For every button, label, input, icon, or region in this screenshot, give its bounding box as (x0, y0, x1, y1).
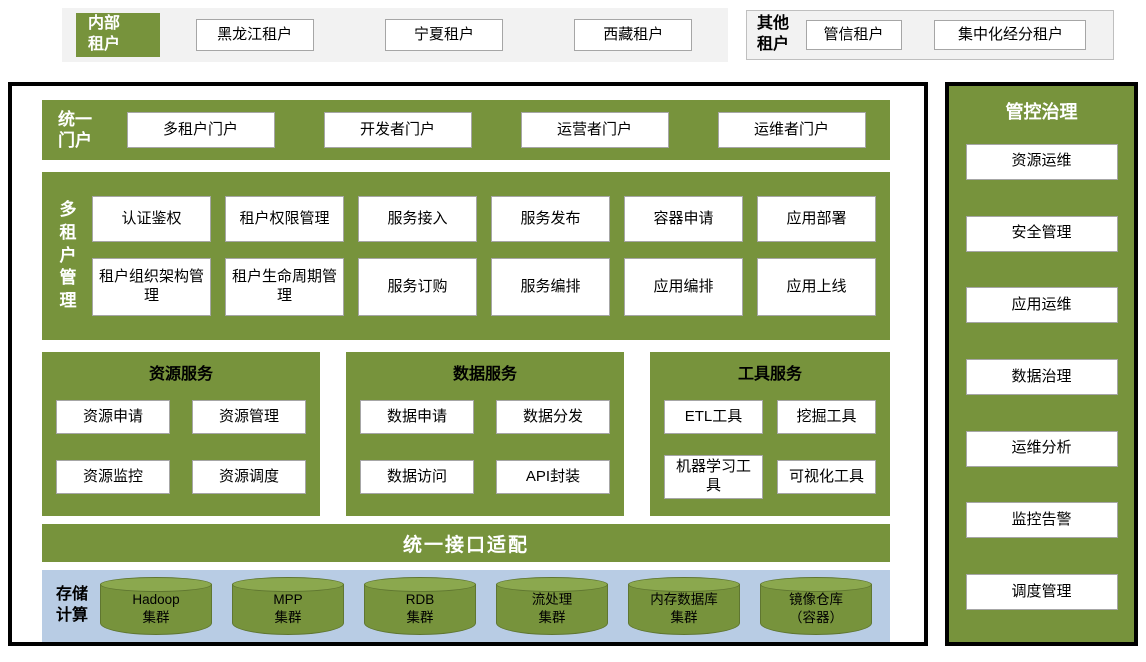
cylinder-top (232, 577, 344, 592)
tm-box-app-online: 应用上线 (757, 258, 876, 316)
storage-compute-row: 存储 计算 Hadoop 集群 MPP 集群 RDB 集群 (42, 570, 890, 642)
tool-services-grid: ETL工具 挖掘工具 机器学习工具 可视化工具 (664, 392, 876, 502)
gov-box-resource-ops: 资源运维 (965, 143, 1118, 180)
sb-resource-monitor: 资源监控 (56, 460, 170, 494)
gov-box-data-governance: 数据治理 (965, 358, 1118, 395)
resource-services-grid: 资源申请 资源管理 资源监控 资源调度 (56, 392, 306, 502)
internal-tenants-group: 内部 租户 黑龙江租户 宁夏租户 西藏租户 (62, 8, 728, 62)
sb-data-request: 数据申请 (360, 400, 474, 434)
mpp-cluster-label: MPP 集群 (273, 592, 303, 625)
unified-portal-label: 统一 门户 (58, 109, 92, 150)
rdb-cluster-label: RDB 集群 (405, 592, 435, 625)
tool-services-title: 工具服务 (737, 366, 802, 383)
portal-box-maintainer: 运维者门户 (717, 112, 866, 148)
data-services-grid: 数据申请 数据分发 数据访问 API封装 (360, 392, 610, 502)
tm-box-service-access: 服务接入 (358, 196, 477, 242)
internal-tenant-boxes: 黑龙江租户 宁夏租户 西藏租户 (160, 19, 728, 51)
tm-box-org-structure: 租户组织架构管理 (92, 258, 211, 316)
multi-tenant-management-grid: 认证鉴权 租户权限管理 服务接入 服务发布 容器申请 应用部署 租户组织架构管理… (92, 196, 876, 316)
tm-box-authentication: 认证鉴权 (92, 196, 211, 242)
cylinder-body (100, 584, 212, 635)
cylinder-top (496, 577, 608, 592)
tenant-box-xizang: 西藏租户 (574, 19, 693, 51)
governance-items: 资源运维 安全管理 应用运维 数据治理 运维分析 监控告警 调度管理 (949, 126, 1134, 628)
tm-box-service-publish: 服务发布 (491, 196, 610, 242)
hadoop-cluster-label: Hadoop 集群 (132, 592, 180, 625)
internal-tenants-label: 内部 租户 (76, 13, 160, 57)
sb-resource-request: 资源申请 (56, 400, 170, 434)
gov-box-schedule-management: 调度管理 (965, 574, 1118, 611)
data-services-group: 数据服务 数据申请 数据分发 数据访问 API封装 (346, 352, 624, 516)
other-tenants-group: 其他 租户 管信租户 集中化经分租户 (746, 10, 1114, 60)
tm-box-service-order: 服务订购 (358, 258, 477, 316)
cylinder-body (364, 584, 476, 635)
services-row: 资源服务 资源申请 资源管理 资源监控 资源调度 数据服务 数据申请 数据分发 … (42, 352, 890, 516)
memory-db-cluster-cylinder: 内存数据库 集群 (628, 577, 740, 635)
tenant-box-centralized-analysis: 集中化经分租户 (934, 20, 1087, 50)
cylinder-top (364, 577, 476, 592)
cluster-cylinders: Hadoop 集群 MPP 集群 RDB 集群 流处理 集群 (90, 577, 882, 635)
cylinder-body (232, 584, 344, 635)
unified-portal-bar: 统一 门户 多租户门户 开发者门户 运营者门户 运维者门户 (42, 100, 890, 160)
sb-machine-learning-tool: 机器学习工具 (664, 455, 763, 499)
other-tenants-label: 其他 租户 (757, 15, 790, 53)
image-repository-cylinder: 镜像仓库 （容器） (760, 577, 872, 635)
stream-cluster-label: 流处理 集群 (531, 592, 573, 625)
data-services-title: 数据服务 (452, 366, 517, 383)
mpp-cluster-cylinder: MPP 集群 (232, 577, 344, 635)
cylinder-top (100, 577, 212, 592)
cylinder-top (760, 577, 872, 592)
cylinder-body (496, 584, 608, 635)
multi-tenant-management-label: 多租户管理 (59, 199, 77, 311)
tm-box-container-request: 容器申请 (624, 196, 743, 242)
storage-compute-label: 存储 计算 (56, 586, 89, 624)
portal-boxes: 多租户门户 开发者门户 运营者门户 运维者门户 (102, 112, 890, 148)
tenant-box-heilongjiang: 黑龙江租户 (195, 19, 314, 51)
tool-services-group: 工具服务 ETL工具 挖掘工具 机器学习工具 可视化工具 (650, 352, 890, 516)
sb-resource-management: 资源管理 (192, 400, 306, 434)
tm-box-lifecycle: 租户生命周期管理 (225, 258, 344, 316)
sb-etl-tool: ETL工具 (664, 400, 763, 434)
sb-visualization-tool: 可视化工具 (777, 460, 876, 494)
governance-panel: 管控治理 资源运维 安全管理 应用运维 数据治理 运维分析 监控告警 调度管理 (945, 82, 1138, 646)
governance-title: 管控治理 (1005, 102, 1078, 122)
gov-box-ops-analysis: 运维分析 (965, 430, 1118, 467)
image-repository-label: 镜像仓库 （容器） (789, 592, 843, 625)
stream-cluster-cylinder: 流处理 集群 (496, 577, 608, 635)
hadoop-cluster-cylinder: Hadoop 集群 (100, 577, 212, 635)
tenant-box-guanxin: 管信租户 (805, 20, 902, 50)
cylinder-body (760, 584, 872, 635)
gov-box-security-management: 安全管理 (965, 215, 1118, 252)
portal-box-developer: 开发者门户 (323, 112, 472, 148)
platform-main-box: 统一 门户 多租户门户 开发者门户 运营者门户 运维者门户 多租户管理 认证鉴权… (8, 82, 928, 646)
tm-box-service-orchestration: 服务编排 (491, 258, 610, 316)
gov-box-application-ops: 应用运维 (965, 287, 1118, 324)
cylinder-body (628, 584, 740, 635)
multi-tenant-management-section: 多租户管理 认证鉴权 租户权限管理 服务接入 服务发布 容器申请 应用部署 租户… (42, 172, 890, 340)
gov-box-monitor-alert: 监控告警 (965, 502, 1118, 539)
tm-box-app-orchestration: 应用编排 (624, 258, 743, 316)
resource-services-title: 资源服务 (148, 366, 213, 383)
unified-interface-adapter-bar: 统一接口适配 (42, 524, 890, 562)
sb-data-access: 数据访问 (360, 460, 474, 494)
portal-box-operator: 运营者门户 (520, 112, 669, 148)
sb-resource-schedule: 资源调度 (192, 460, 306, 494)
tm-box-app-deploy: 应用部署 (757, 196, 876, 242)
portal-box-multi-tenant: 多租户门户 (126, 112, 275, 148)
rdb-cluster-cylinder: RDB 集群 (364, 577, 476, 635)
resource-services-group: 资源服务 资源申请 资源管理 资源监控 资源调度 (42, 352, 320, 516)
sb-mining-tool: 挖掘工具 (777, 400, 876, 434)
tm-box-tenant-permission: 租户权限管理 (225, 196, 344, 242)
sb-api-wrapper: API封装 (496, 460, 610, 494)
memory-db-cluster-label: 内存数据库 集群 (650, 592, 718, 625)
sb-data-distribution: 数据分发 (496, 400, 610, 434)
tenant-box-ningxia: 宁夏租户 (384, 19, 503, 51)
cylinder-top (628, 577, 740, 592)
other-tenant-boxes: 管信租户 集中化经分租户 (789, 20, 1103, 50)
